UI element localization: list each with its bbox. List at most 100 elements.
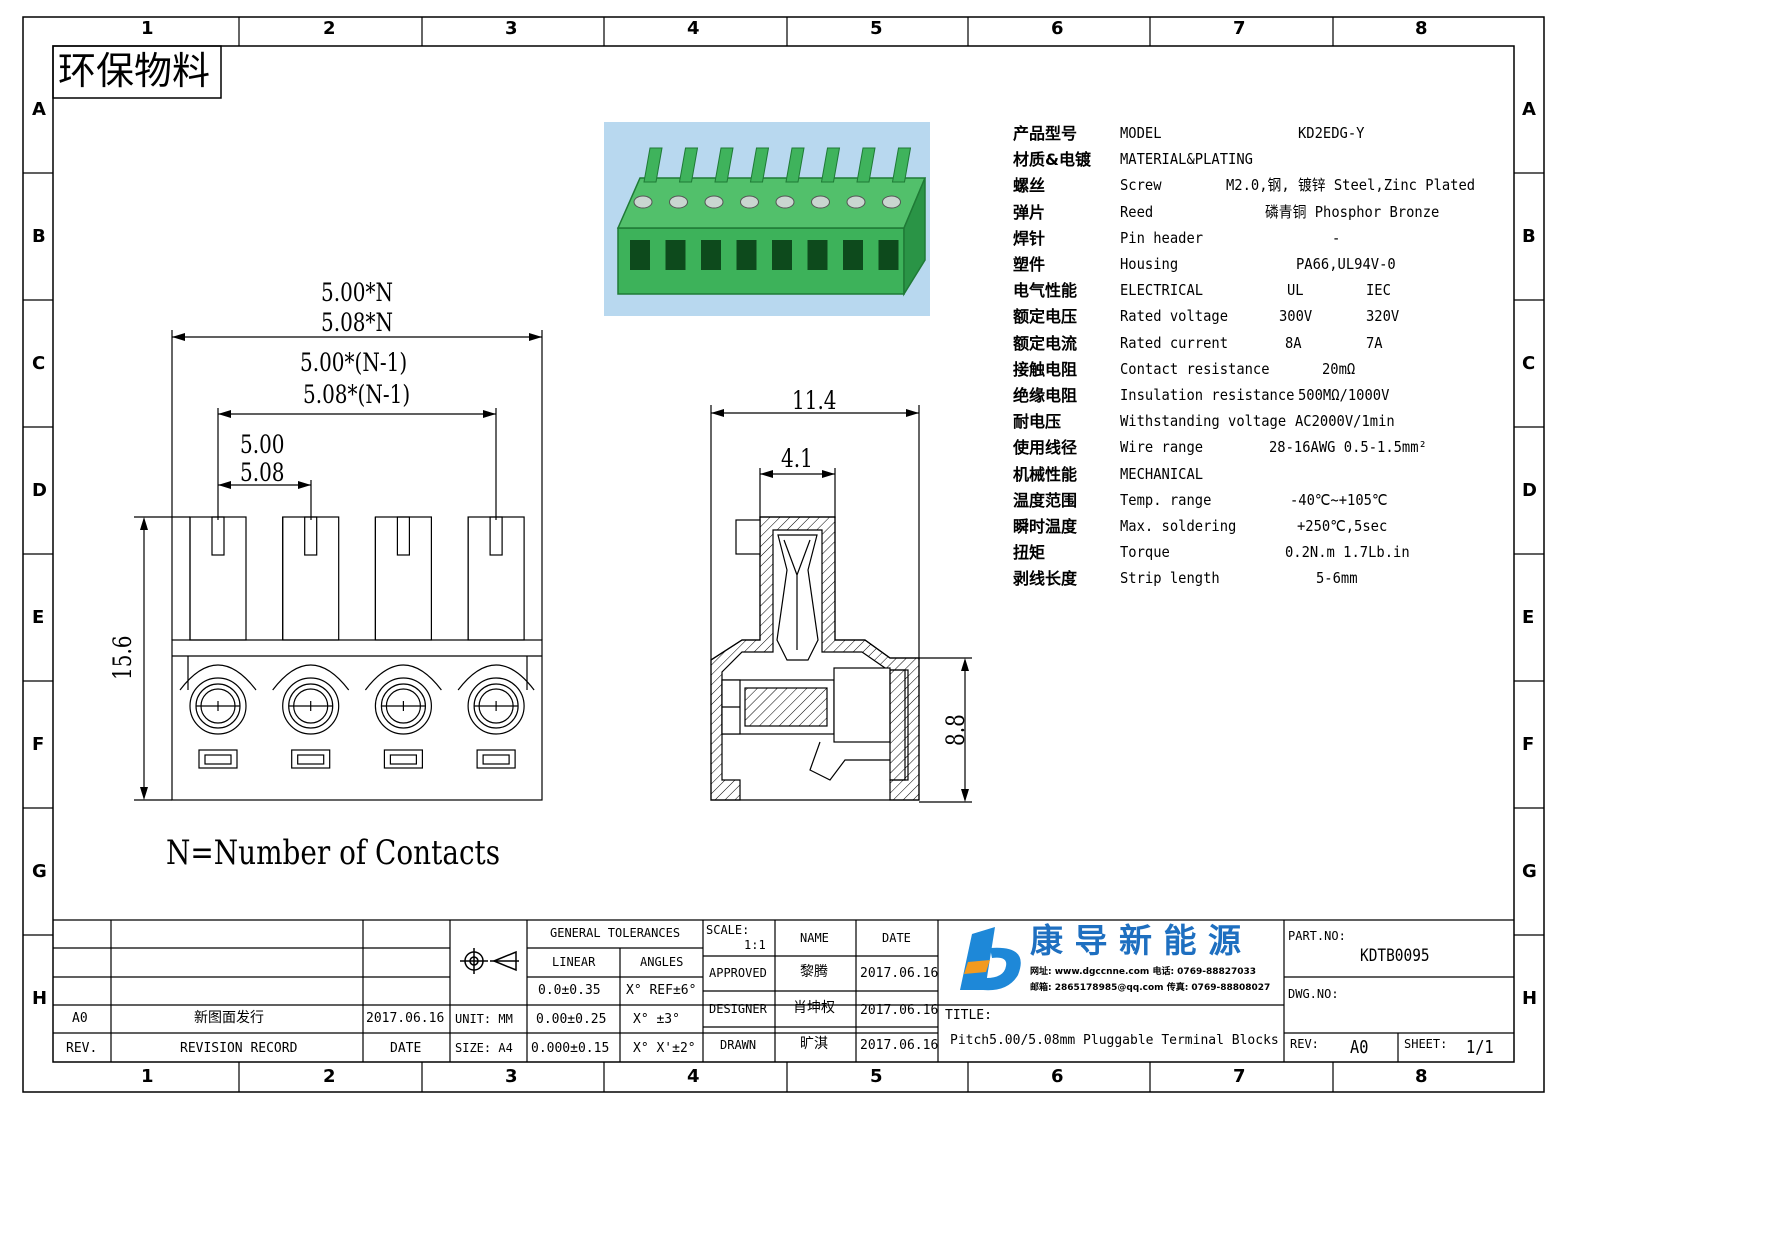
front-contact-part [374, 677, 432, 735]
company-name: 康 导 新 能 源 [1030, 921, 1241, 960]
sheet-label: SHEET: [1404, 1037, 1448, 1051]
spec-value: 磷青铜 Phosphor Bronze [1265, 202, 1440, 221]
front-contact-part [189, 677, 247, 735]
spec-label-cn: 产品型号 [1013, 124, 1078, 143]
spec-label-cn: 绝缘电阻 [1013, 386, 1078, 405]
rev-header: REV. [66, 1041, 98, 1056]
spec-label-cn: 塑件 [1013, 255, 1046, 274]
spec-value: - [1332, 228, 1341, 247]
grid-column-label: 5 [870, 1066, 883, 1087]
front-contact-part [374, 516, 432, 641]
angle-tol-2: X° ±3° [633, 1012, 680, 1027]
grid-row-label: E [32, 607, 45, 628]
photo-contact [820, 147, 841, 183]
dim-pitch-500: 5.00 [240, 430, 285, 459]
front-view [134, 330, 543, 801]
grid-row-label: C [1522, 353, 1536, 374]
spec-label-en: Insulation resistance [1120, 386, 1295, 404]
linear-label: LINEAR [552, 955, 596, 969]
spec-value: -40℃~+105℃ [1290, 490, 1388, 509]
spec-label-en: Temp. range [1120, 490, 1212, 509]
front-contact-part [457, 664, 535, 691]
grid-row-label: F [32, 734, 45, 755]
front-contact-part [467, 677, 525, 735]
spec-label-cn: 额定电压 [1013, 307, 1078, 327]
grid-row-label: F [1522, 734, 1535, 755]
front-contact-part [383, 749, 423, 769]
grid-column-label: 3 [505, 1066, 518, 1087]
photo-contact [665, 240, 686, 270]
photo-contact [678, 147, 699, 183]
dim-pitch-n-500: 5.00*N [321, 278, 394, 307]
spec-label-en: MATERIAL&PLATING [1120, 150, 1253, 169]
photo-contact [785, 147, 805, 183]
front-contact-part [389, 754, 417, 765]
spec-value: PA66,UL94V-0 [1296, 255, 1396, 273]
eco-stamp-label: 环保物料 [58, 49, 211, 93]
grid-column-label: 8 [1415, 18, 1428, 39]
contacts-note: N=Number of Contacts [166, 833, 501, 873]
grid-column-label: 6 [1051, 1066, 1064, 1087]
spec-label-en: Housing [1120, 255, 1179, 273]
rev-label: REV: [1290, 1037, 1319, 1051]
drawing-sheet [22, 16, 1545, 1093]
designer-label: DESIGNER [709, 1002, 767, 1016]
spec-label-en: MECHANICAL [1120, 464, 1204, 483]
spec-value: +250℃,5sec [1297, 517, 1388, 535]
eco-stamp-box [52, 45, 222, 99]
dim-opening: 4.1 [781, 444, 813, 473]
photo-contact [704, 195, 724, 209]
spec-label-cn: 温度范围 [1013, 490, 1078, 510]
spec-value: 8A [1285, 333, 1302, 352]
rev-value-row: A0 [72, 1011, 88, 1026]
company-logo-icon [960, 927, 1021, 991]
front-contact-part [179, 664, 257, 691]
spec-value: 20mΩ [1322, 359, 1356, 378]
spec-label-en: Rated voltage [1120, 307, 1229, 326]
grid-column-label: 1 [141, 1066, 154, 1087]
part-no-label: PART.NO: [1288, 929, 1346, 943]
dim-pitch-n1-500: 5.00*(N-1) [300, 348, 408, 377]
angle-tol-1: X° REF±6° [626, 983, 697, 998]
spec-label-cn: 螺丝 [1013, 176, 1046, 196]
grid-column-label: 4 [687, 1066, 700, 1087]
spec-label-en: Withstanding voltage [1120, 412, 1287, 431]
photo-contact [856, 147, 876, 183]
grid-row-label: A [1522, 99, 1536, 120]
front-contact-part [364, 664, 442, 691]
photo-contact [701, 240, 721, 270]
photo-contact [891, 147, 912, 183]
approved-label: APPROVED [709, 966, 767, 980]
grid-column-label: 3 [505, 18, 518, 39]
photo-contact [643, 147, 663, 183]
photo-contact [775, 195, 795, 209]
grid-row-label: H [1522, 988, 1538, 1009]
side-view [710, 405, 972, 803]
grid-row-label: D [1522, 480, 1537, 501]
grid-row-label: E [1522, 607, 1535, 628]
title-block-grid [53, 919, 1514, 1062]
front-contact-part [476, 749, 516, 769]
sheet-value: 1/1 [1466, 1037, 1494, 1058]
photo-contact [630, 240, 650, 270]
spec-value: AC2000V/1min [1295, 412, 1395, 431]
grid-column-label: 6 [1051, 18, 1064, 39]
rev-value: A0 [1350, 1037, 1369, 1058]
spec-label-cn: 弹片 [1013, 202, 1046, 222]
product-photo [604, 122, 930, 316]
title-label: TITLE: [945, 1008, 992, 1023]
front-contact-part [297, 754, 325, 765]
drawn-label: DRAWN [720, 1038, 757, 1052]
front-contact-part [489, 516, 503, 556]
front-contact-part [396, 516, 410, 556]
front-contact-part [272, 664, 350, 691]
grid-column-label: 8 [1415, 1066, 1428, 1087]
spec-label-en: Contact resistance [1120, 359, 1270, 378]
spec-label-cn: 接触电阻 [1013, 359, 1078, 379]
spec-value-iec: 7A [1366, 333, 1383, 352]
designer-date: 2017.06.16 [860, 1003, 939, 1018]
grid-column-label: 1 [141, 18, 154, 39]
spec-value: 300V [1279, 307, 1313, 326]
spec-label-cn: 额定电流 [1013, 333, 1078, 353]
photo-contact [669, 195, 688, 209]
